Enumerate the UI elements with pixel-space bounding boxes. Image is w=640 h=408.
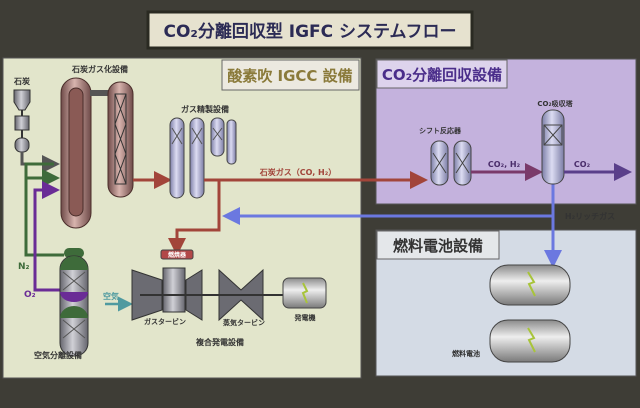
gas-cleanup-vessels — [169, 117, 237, 199]
fuel-cell-stack-2 — [489, 319, 571, 363]
co2-absorber-label: CO₂吸収塔 — [537, 99, 573, 108]
o2-label: O₂ — [24, 290, 36, 300]
heat-exchanger-packing — [114, 93, 127, 185]
combustor — [160, 249, 194, 260]
n2-label: N₂ — [18, 262, 30, 272]
fuel-cell-stack-1 — [489, 264, 571, 306]
fuel-cell-heading-box — [376, 230, 500, 260]
combustor-label: 燃焼器 — [168, 251, 187, 259]
steam-turbine-label: 蒸気タービン — [223, 318, 265, 327]
gas-turbine-label: ガスタービン — [144, 317, 186, 326]
air-label: 空気 — [103, 291, 119, 301]
diagram-title: CO₂分離回収型 IGFC システムフロー — [163, 21, 456, 42]
co2-output-label: CO₂ — [574, 160, 591, 169]
fuel-gas-to-combustor-line — [168, 180, 221, 256]
shift-reactor-label: シフト反応器 — [419, 126, 462, 135]
asu-label: 空気分離設備 — [34, 350, 82, 360]
o2-line — [33, 181, 64, 292]
combined-cycle-label: 複合発電設備 — [195, 337, 244, 347]
coal-hopper — [13, 89, 31, 153]
gasifier-connector — [90, 90, 110, 96]
h2-rich-gas-label: H₂リッチガス — [565, 211, 615, 221]
gas-cleanup-label: ガス精製設備 — [181, 104, 229, 114]
co2-h2-label: CO₂, H₂ — [488, 160, 521, 169]
shift-reactors — [430, 140, 472, 186]
title-box — [146, 10, 474, 50]
generator — [282, 277, 327, 309]
generator-label: 発電機 — [294, 313, 316, 322]
igcc-heading: 酸素吹 IGCC 設備 — [227, 67, 352, 85]
fuel-cell-heading: 燃料電池設備 — [393, 237, 483, 255]
fuel-cell-label: 燃料電池 — [451, 349, 480, 358]
air-separation-unit — [59, 248, 89, 357]
co2-heading-box — [376, 59, 508, 89]
gasifier-inner — [68, 87, 84, 217]
co2-absorber-vessel — [541, 109, 565, 185]
gasifier-label: 石炭ガス化設備 — [71, 64, 128, 74]
coal-gas-label: 石炭ガス（CO, H₂） — [259, 167, 337, 177]
co2-absorber-packing — [543, 124, 563, 146]
coal-label: 石炭 — [13, 76, 30, 86]
co2-capture-heading: CO₂分離回収設備 — [382, 66, 502, 84]
igcc-heading-box — [221, 59, 360, 91]
n2-line — [24, 162, 64, 257]
